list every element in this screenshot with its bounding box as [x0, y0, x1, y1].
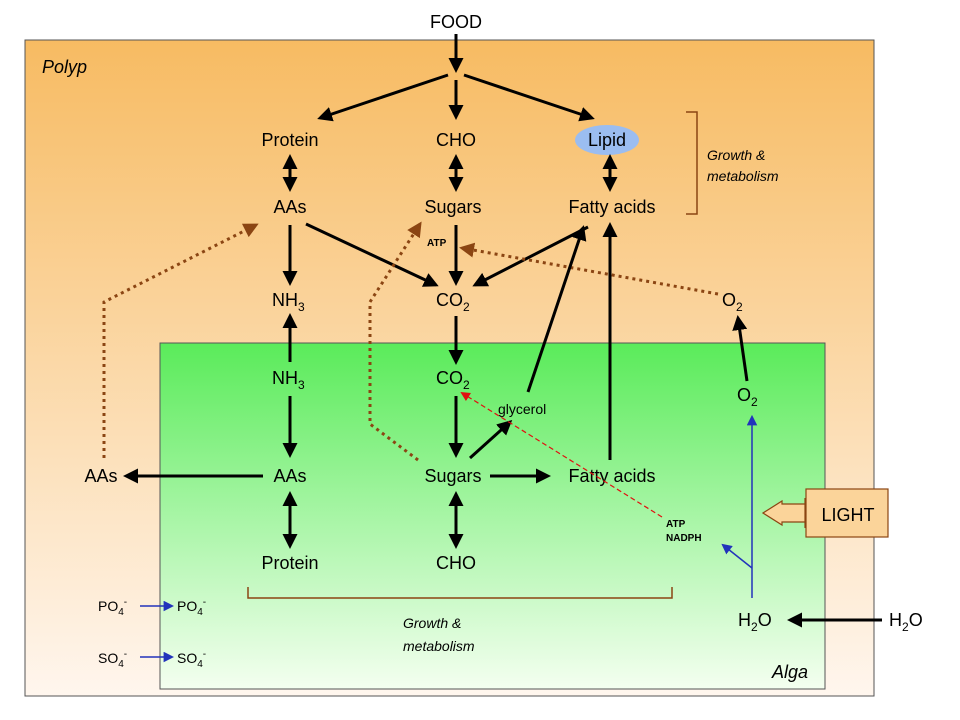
aas-outside-label: AAs: [84, 466, 117, 486]
glycerol-label: glycerol: [498, 401, 546, 417]
light-box: [805, 488, 889, 538]
water-to-nadph-blue-arrow: [721, 543, 753, 569]
sugars-export-dotted-arrow: [368, 221, 422, 462]
light-label: LIGHT: [821, 505, 874, 525]
o2-to-atp-dotted-arrow: [459, 242, 719, 296]
h2o-outside-label: H2O: [889, 610, 923, 634]
atp-polyp-label: ATP: [427, 238, 447, 249]
po4-outside-label: PO4-: [98, 597, 127, 618]
growth-metabolism-polyp-line1: Growth &: [707, 147, 765, 163]
food-to-lipid-arrow: [463, 73, 595, 122]
co2-polyp-label: CO2: [436, 290, 470, 314]
nh3-polyp-label: NH3: [272, 290, 305, 314]
growth-metabolism-alga-line2: metabolism: [403, 638, 475, 654]
glycerol-to-fatty-acids-arrow: [526, 225, 587, 393]
polyp-label: Polyp: [42, 57, 87, 77]
h2o-alga-label: H2O: [738, 610, 772, 634]
nadph-label: NADPH: [666, 533, 702, 544]
po4-alga-label: PO4-: [177, 597, 206, 618]
co2-alga-label: CO2: [436, 368, 470, 392]
light-arrow-icon: [761, 498, 806, 528]
polyp-sugars-label: Sugars: [424, 197, 481, 217]
so4-outside-label: SO4-: [98, 649, 127, 670]
polyp-aas-label: AAs: [273, 197, 306, 217]
alga-compartment: [159, 342, 826, 690]
polyp-lipid-label: Lipid: [588, 130, 626, 150]
alga-fatty-acids-label: Fatty acids: [568, 466, 655, 486]
alga-cho-label: CHO: [436, 553, 476, 573]
sugars-glycerol-arrow: [468, 419, 513, 460]
alga-protein-label: Protein: [261, 553, 318, 573]
atp-alga-label: ATP: [666, 519, 686, 530]
growth-metabolism-alga-line1: Growth &: [403, 615, 461, 631]
growth-metabolism-polyp-line2: metabolism: [707, 168, 779, 184]
o2-alga-label: O2: [737, 385, 758, 409]
polyp-protein-label: Protein: [261, 130, 318, 150]
lipid-highlight: [575, 125, 639, 155]
aas-export-dotted-arrow: [102, 223, 259, 458]
alga-aas-label: AAs: [273, 466, 306, 486]
food-label: FOOD: [430, 12, 482, 32]
fatty-acids-co2-arrow: [472, 225, 589, 287]
o2-transfer-arrow: [732, 315, 749, 382]
growth-bracket-polyp: [686, 111, 698, 215]
polyp-cho-label: CHO: [436, 130, 476, 150]
food-to-protein-arrow: [317, 73, 449, 122]
o2-polyp-label: O2: [722, 290, 743, 314]
atp-nadph-dashed-arrow: [460, 391, 663, 518]
polyp-fatty-acids-label: Fatty acids: [568, 197, 655, 217]
aas-co2-arrow: [305, 222, 439, 287]
so4-alga-label: SO4-: [177, 649, 206, 670]
growth-bracket-alga: [247, 587, 673, 599]
nh3-alga-label: NH3: [272, 368, 305, 392]
alga-label: Alga: [771, 662, 808, 682]
alga-sugars-label: Sugars: [424, 466, 481, 486]
